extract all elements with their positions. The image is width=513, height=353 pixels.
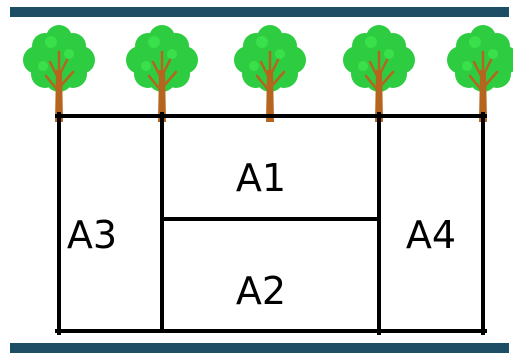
tree-icon (234, 25, 306, 122)
tree-icon (343, 25, 415, 122)
bottom-border-band (10, 343, 509, 353)
tree-row (23, 25, 513, 122)
top-border-band (10, 7, 509, 17)
tree-icon (126, 25, 198, 122)
tree-icon (447, 25, 513, 122)
plot-label-a2: A2 (236, 269, 286, 313)
plot-label-a1: A1 (236, 156, 286, 200)
plot-boundaries (55, 112, 487, 335)
plot-label-a4: A4 (406, 213, 456, 257)
tree-icon (23, 25, 95, 122)
plot-label-a3: A3 (67, 213, 117, 257)
